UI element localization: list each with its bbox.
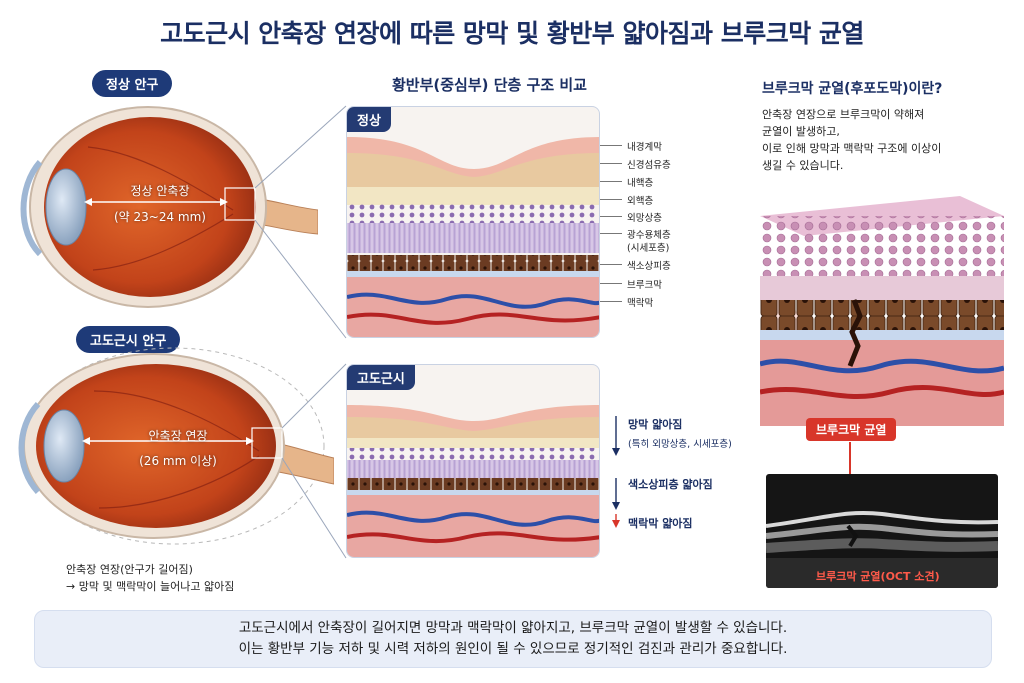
normal-zoom-box <box>224 187 256 221</box>
layer-choroid: 맥락막 <box>627 298 654 309</box>
layer-onl: 외핵층 <box>627 196 654 207</box>
layer-opl: 외망상층 <box>627 213 662 224</box>
normal-length-label: 정상 안축장 <box>130 184 190 198</box>
layer-bruch: 브루크막 <box>627 280 662 291</box>
layer-rpe: 색소상피층 <box>627 261 671 272</box>
normal-length-value: (약 23~24 mm) <box>113 210 206 224</box>
myopic-macula-panel: 고도근시 <box>346 364 600 558</box>
change-arrows <box>612 416 620 528</box>
normal-macula-panel: 정상 <box>346 106 600 338</box>
bruch-rupture-badge: 브루크막 균열 <box>806 418 897 441</box>
myopic-zoom-box <box>251 427 283 459</box>
summary-line1: 고도근시에서 안축장이 길어지면 망막과 맥락막이 얇아지고, 브루크막 균열이… <box>238 620 788 636</box>
bruch-description: 안축장 연장으로 브루크막이 약해져 균열이 발생하고, 이로 인해 망막과 맥… <box>762 108 942 172</box>
retina-thinning-sub: (특히 외망상층, 시세포층) <box>628 439 732 450</box>
normal-eye-illustration <box>20 106 318 308</box>
layer-inl: 내핵층 <box>627 178 654 189</box>
myopic-panel-tag: 고도근시 <box>347 365 415 390</box>
layer-ilm: 내경계막 <box>627 142 662 153</box>
layer-photoreceptor-sub: (시세포층) <box>627 243 670 254</box>
layer-nfl: 신경섬유층 <box>627 160 671 171</box>
choroid-thinning-label: 맥락막 얇아짐 <box>628 517 693 530</box>
normal-eye-pill: 정상 안구 <box>92 70 173 97</box>
myopic-eye-illustration <box>18 347 334 545</box>
rpe-thinning-label: 색소상피층 얇아짐 <box>628 478 713 491</box>
myopic-caption-line1: 안축장 연장(안구가 길어짐) <box>66 563 193 576</box>
myopic-caption-line2: → 망막 및 맥락막이 늘어나고 얇아짐 <box>66 580 235 593</box>
myopic-length-value: (26 mm 이상) <box>139 454 217 468</box>
summary-line2: 이는 황반부 기능 저하 및 시력 저하의 원인이 될 수 있으므로 정기적인 … <box>238 641 788 657</box>
retina-thinning-label: 망막 얇아짐 <box>628 418 683 431</box>
oct-image <box>766 474 998 588</box>
macula-heading: 황반부(중심부) 단층 구조 비교 <box>392 76 587 94</box>
layer-photoreceptor: 광수용체층 <box>627 230 671 241</box>
page-title: 고도근시 안축장 연장에 따른 망막 및 황반부 얇아짐과 브루크막 균열 <box>160 19 864 48</box>
normal-panel-tag: 정상 <box>347 107 391 132</box>
oct-caption: 브루크막 균열(OCT 소견) <box>816 570 940 583</box>
myopic-length-label: 안축장 연장 <box>148 429 208 443</box>
rupture-crack <box>847 299 863 367</box>
bruch-title: 브루크막 균열(후포도막)이란? <box>762 81 943 97</box>
bruch-rupture-illustration <box>760 196 1004 426</box>
summary-box: 고도근시에서 안축장이 길어지면 망막과 맥락막이 얇아지고, 브루크막 균열이… <box>34 610 992 668</box>
